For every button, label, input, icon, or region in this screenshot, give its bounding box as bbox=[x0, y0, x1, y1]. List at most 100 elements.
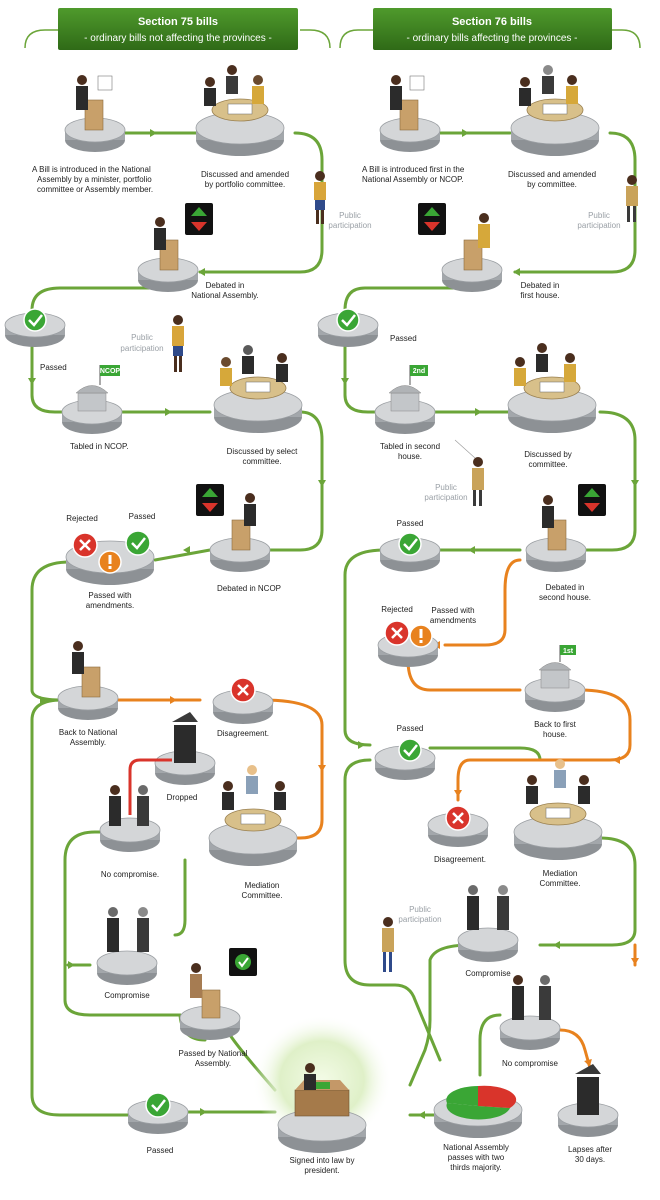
svg-text:committee or Assembly member.: committee or Assembly member. bbox=[37, 185, 153, 194]
document-icon bbox=[409, 75, 425, 91]
left-debated-na-node: Debated in National Assembly. bbox=[137, 203, 259, 300]
left-mediation-node: Mediation Committee. bbox=[208, 765, 298, 900]
svg-text:thirds majority.: thirds majority. bbox=[450, 1163, 501, 1172]
svg-text:1st: 1st bbox=[563, 648, 574, 655]
svg-text:Passed with: Passed with bbox=[88, 591, 131, 600]
svg-text:participation: participation bbox=[328, 221, 371, 230]
flag-icon bbox=[410, 365, 428, 376]
pie-majority-icon bbox=[446, 1086, 478, 1106]
book-icon bbox=[227, 103, 253, 115]
svg-text:Discussed and amended: Discussed and amended bbox=[201, 170, 289, 179]
svg-text:Passed: Passed bbox=[147, 1146, 174, 1155]
svg-text:Debated in NCOP: Debated in NCOP bbox=[217, 584, 281, 593]
vote-up-down-icon bbox=[196, 484, 224, 516]
check-icon bbox=[235, 954, 251, 970]
svg-text:house.: house. bbox=[398, 452, 422, 461]
svg-text:Disagreement.: Disagreement. bbox=[217, 729, 269, 738]
book-icon bbox=[545, 807, 571, 819]
document-icon bbox=[316, 1082, 330, 1089]
svg-text:by portfolio committee.: by portfolio committee. bbox=[205, 180, 285, 189]
svg-text:participation: participation bbox=[120, 344, 163, 353]
svg-text:Discussed by select: Discussed by select bbox=[227, 447, 298, 456]
svg-text:A Bill is introduced in the Na: A Bill is introduced in the National bbox=[32, 165, 151, 174]
right-tabled-second-node: 2nd Tabled in second house. bbox=[374, 365, 440, 461]
right-public-participation-3: Public participation bbox=[382, 905, 442, 972]
svg-text:Public: Public bbox=[339, 211, 361, 220]
svg-text:Rejected: Rejected bbox=[66, 514, 98, 523]
header-right-subtitle: - ordinary bills affecting the provinces… bbox=[406, 33, 577, 44]
book-icon bbox=[240, 813, 266, 825]
svg-text:Assembly.: Assembly. bbox=[70, 738, 106, 747]
header-left: Section 75 bills - ordinary bills not af… bbox=[24, 8, 331, 50]
svg-text:house.: house. bbox=[543, 730, 567, 739]
left-ncop-outcomes-node: Rejected Passed Passed with amendments. bbox=[65, 512, 155, 610]
svg-text:committee.: committee. bbox=[242, 457, 281, 466]
svg-text:Committee.: Committee. bbox=[540, 879, 581, 888]
left-portfolio-committee-node bbox=[195, 65, 285, 157]
svg-text:Lapses after: Lapses after bbox=[568, 1145, 612, 1154]
svg-text:participation: participation bbox=[424, 493, 467, 502]
right-intro-label: A Bill is introduced first in the Nation… bbox=[362, 165, 465, 184]
svg-text:Tabled in second: Tabled in second bbox=[380, 442, 440, 451]
svg-text:Public: Public bbox=[588, 211, 610, 220]
right-rejected-amend-node: Rejected Passed with amendments bbox=[377, 605, 476, 668]
left-passed-3-node: Passed bbox=[127, 1092, 189, 1155]
svg-text:Debated in: Debated in bbox=[521, 281, 560, 290]
svg-text:Compromise: Compromise bbox=[104, 991, 150, 1000]
flow-paths-left-orange bbox=[110, 698, 324, 840]
right-lapses-node: Lapses after 30 days. bbox=[557, 1064, 619, 1164]
svg-text:Passed: Passed bbox=[390, 334, 417, 343]
left-discussed-portfolio-label: Discussed and amended by portfolio commi… bbox=[201, 170, 289, 189]
header-left-subtitle: - ordinary bills not affecting the provi… bbox=[84, 33, 272, 44]
svg-text:Passed: Passed bbox=[397, 724, 424, 733]
right-disagreement-node: Disagreement. bbox=[427, 805, 489, 864]
svg-text:Public: Public bbox=[131, 333, 153, 342]
svg-text:Discussed and amended: Discussed and amended bbox=[508, 170, 596, 179]
right-committee-node bbox=[510, 65, 600, 157]
svg-text:Mediation: Mediation bbox=[245, 881, 280, 890]
left-passed-by-na-node: Passed by National Assembly. bbox=[179, 948, 257, 1068]
flag-icon bbox=[100, 365, 120, 376]
svg-text:Back to National: Back to National bbox=[59, 728, 117, 737]
svg-text:30 days.: 30 days. bbox=[575, 1155, 605, 1164]
svg-text:No compromise: No compromise bbox=[502, 1059, 559, 1068]
svg-text:Disagreement.: Disagreement. bbox=[434, 855, 486, 864]
left-no-compromise-node: No compromise. bbox=[99, 758, 172, 879]
svg-text:Signed into law by: Signed into law by bbox=[290, 1156, 355, 1165]
bin-icon bbox=[577, 1077, 599, 1115]
book-icon bbox=[539, 381, 565, 393]
svg-text:Debated in: Debated in bbox=[206, 281, 245, 290]
left-debated-ncop-node: Debated in NCOP bbox=[196, 484, 281, 593]
left-dropped-node: Dropped bbox=[154, 712, 216, 802]
svg-text:No compromise.: No compromise. bbox=[101, 870, 159, 879]
svg-text:Assembly by a minister, portfo: Assembly by a minister, portfolio bbox=[37, 175, 152, 184]
signed-into-law-node: Signed into law by president. bbox=[252, 1015, 392, 1175]
svg-text:president.: president. bbox=[304, 1166, 339, 1175]
right-na-passes-node: National Assembly passes with two thirds… bbox=[433, 1085, 523, 1172]
svg-text:Compromise: Compromise bbox=[465, 969, 511, 978]
building-icon bbox=[390, 392, 420, 412]
svg-text:committee.: committee. bbox=[528, 460, 567, 469]
vote-up-down-icon bbox=[185, 203, 213, 235]
flow-paths-right bbox=[343, 131, 637, 1117]
svg-text:NCOP: NCOP bbox=[100, 368, 121, 375]
right-public-participation-2: Public participation bbox=[424, 439, 484, 506]
header-left-title: Section 75 bills bbox=[138, 16, 218, 28]
document-icon bbox=[97, 75, 113, 91]
svg-text:Debated in: Debated in bbox=[546, 583, 585, 592]
right-passed-1-node: Passed bbox=[317, 308, 417, 348]
right-back-first-node: 1st Back to first house. bbox=[524, 645, 586, 739]
svg-text:National Assembly or NCOP.: National Assembly or NCOP. bbox=[362, 175, 464, 184]
book-icon bbox=[245, 381, 271, 393]
svg-text:participation: participation bbox=[577, 221, 620, 230]
svg-text:National Assembly.: National Assembly. bbox=[191, 291, 258, 300]
svg-text:Committee.: Committee. bbox=[242, 891, 283, 900]
svg-text:participation: participation bbox=[398, 915, 441, 924]
flag-icon bbox=[560, 645, 576, 655]
check-icon bbox=[398, 738, 422, 762]
left-intro-node bbox=[64, 75, 126, 153]
building-icon bbox=[77, 392, 107, 412]
right-compromise-node: Compromise bbox=[457, 885, 519, 978]
svg-text:Rejected: Rejected bbox=[381, 605, 413, 614]
